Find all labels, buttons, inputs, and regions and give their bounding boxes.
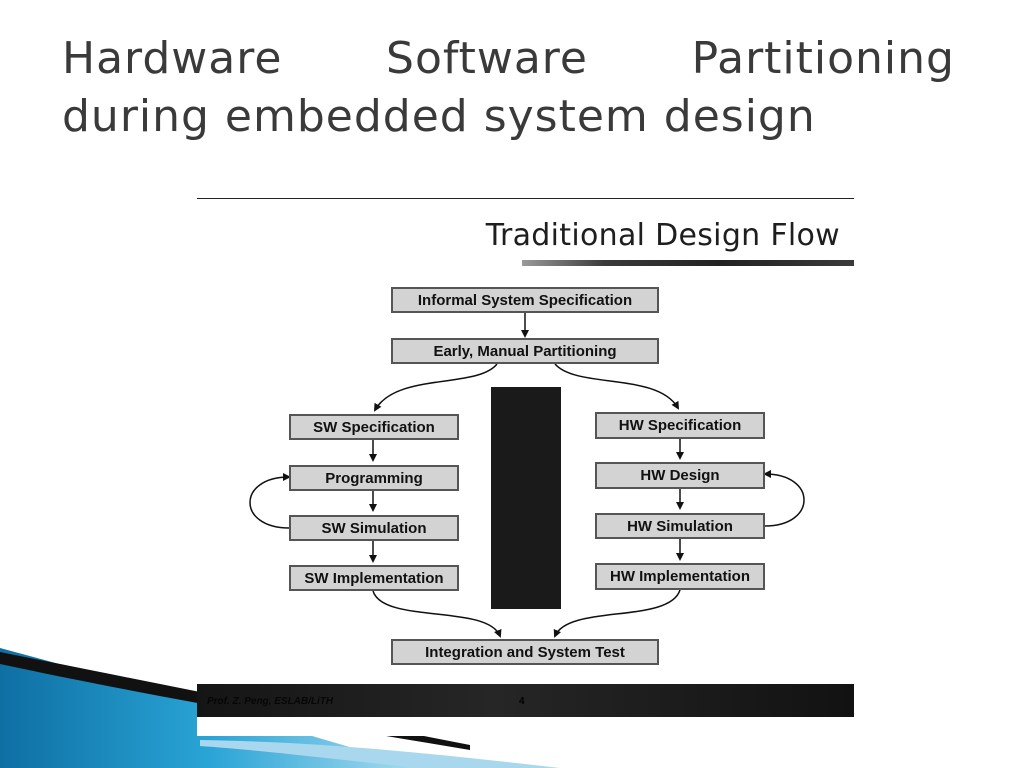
sw-specification-box: SW Specification xyxy=(289,414,459,440)
hw-specification-box: HW Specification xyxy=(595,412,765,439)
slide-title: Hardware Software Partitioning during em… xyxy=(62,30,962,146)
center-divider-bar xyxy=(491,387,561,609)
informal-system-spec-box: Informal System Specification xyxy=(391,287,659,313)
flow-arrows xyxy=(249,313,805,638)
hw-design-box: HW Design xyxy=(595,462,765,489)
sw-implementation-box: SW Implementation xyxy=(289,565,459,591)
sw-simulation-box: SW Simulation xyxy=(289,515,459,541)
figure-heading: Traditional Design Flow xyxy=(485,218,840,253)
figure-footer-page-number: 4 xyxy=(519,696,525,707)
hw-implementation-box: HW Implementation xyxy=(595,563,765,590)
figure-top-rule xyxy=(197,198,854,199)
figure-footer-credit: Prof. Z. Peng, ESLAB/LiTH xyxy=(207,696,334,707)
early-manual-partitioning-box: Early, Manual Partitioning xyxy=(391,338,659,364)
figure-footer-bar xyxy=(197,684,854,717)
heading-underline-bar xyxy=(522,260,854,266)
programming-box: Programming xyxy=(289,465,459,491)
integration-system-test-box: Integration and System Test xyxy=(391,639,659,665)
slide-title-line1: Hardware Software Partitioning xyxy=(62,30,955,88)
title-word-software: Software xyxy=(386,33,588,84)
design-flow-figure: Traditional Design Flow xyxy=(197,184,854,736)
hw-simulation-box: HW Simulation xyxy=(595,513,765,539)
slide-title-line2: during embedded system design xyxy=(62,91,816,142)
title-word-partitioning: Partitioning xyxy=(691,33,955,84)
title-word-hardware: Hardware xyxy=(62,33,283,84)
